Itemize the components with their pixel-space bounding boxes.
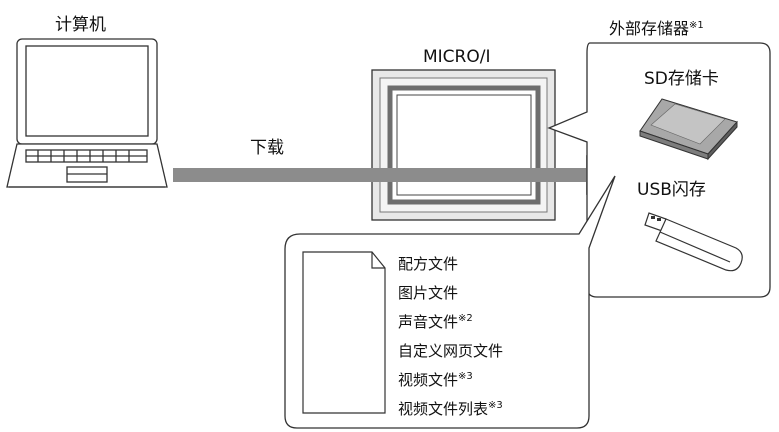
usb-stick-icon — [644, 212, 743, 272]
file-item-recipe: 配方文件 — [398, 255, 458, 273]
external-storage-title-text: 外部存储器 — [609, 19, 689, 38]
external-storage-note: ※1 — [689, 20, 704, 31]
download-label: 下载 — [250, 138, 284, 158]
file-item-sound: 声音文件※2 — [398, 313, 473, 331]
hmi-panel-icon — [371, 69, 556, 221]
laptop-icon — [6, 38, 168, 188]
computer-label: 计算机 — [55, 15, 106, 35]
external-storage-title: 外部存储器※1 — [609, 19, 704, 38]
file-item-custom-web: 自定义网页文件 — [398, 342, 503, 360]
usb-flash-label: USB闪存 — [637, 180, 706, 200]
external-storage-callout — [547, 42, 771, 298]
document-icon — [302, 251, 386, 414]
device-label: MICRO/I — [423, 47, 491, 67]
file-item-video-list: 视频文件列表※3 — [398, 400, 503, 418]
sd-card-icon — [639, 98, 738, 161]
file-item-image: 图片文件 — [398, 284, 458, 302]
download-arrow — [173, 155, 613, 195]
sd-card-label: SD存储卡 — [644, 69, 719, 89]
file-item-video: 视频文件※3 — [398, 371, 473, 389]
